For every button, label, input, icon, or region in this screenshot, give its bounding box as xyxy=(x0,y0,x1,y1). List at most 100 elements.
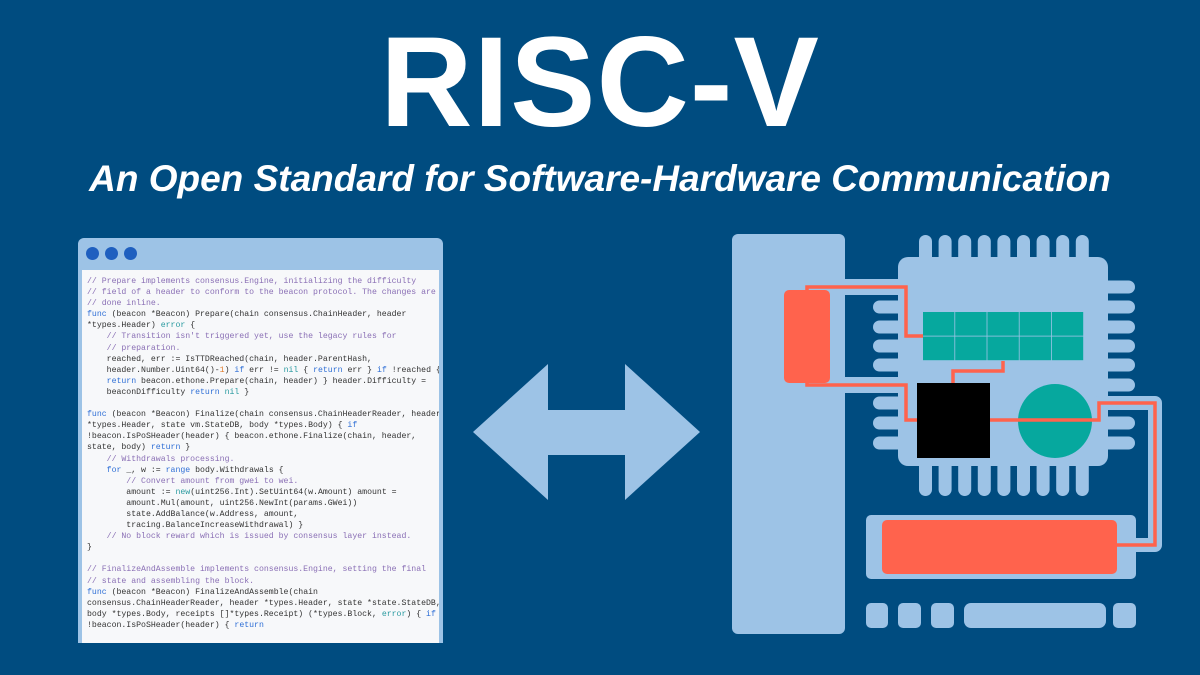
code-token: err } xyxy=(342,365,377,375)
memory-cell xyxy=(1019,312,1051,336)
memory-cell xyxy=(923,312,955,336)
code-token: 1 xyxy=(219,365,225,375)
code-token: tracing.BalanceIncreaseWithdrawal) } xyxy=(87,521,304,531)
chip-pin xyxy=(873,436,905,450)
code-window: // Prepare implements consensus.Engine, … xyxy=(78,238,443,643)
code-line: reached, err := IsTTDReached(chain, head… xyxy=(87,354,439,365)
code-line: // state and assembling the block. xyxy=(87,576,439,587)
chip-pin xyxy=(1017,458,1030,496)
chip-pin xyxy=(977,458,991,496)
code-token: } xyxy=(87,543,92,553)
code-token: body.Withdrawals { xyxy=(190,465,284,475)
code-line: // No block reward which is issued by co… xyxy=(87,531,439,542)
page-title: RISC-V xyxy=(380,11,820,154)
code-token: range xyxy=(165,465,191,475)
memory-cell xyxy=(1051,336,1084,361)
memory-cell xyxy=(923,336,955,361)
code-line: func (beacon *Beacon) FinalizeAndAssembl… xyxy=(87,587,439,598)
chip-pin xyxy=(873,320,905,334)
code-token: body *types.Body, receipts []*types.Rece… xyxy=(87,609,382,619)
chip-pin xyxy=(1056,458,1070,496)
code-token: (beacon *Beacon) FinalizeAndAssemble(cha… xyxy=(106,587,318,597)
code-line: amount.Mul(amount, uint256.NewInt(params… xyxy=(87,498,439,509)
chip-pin xyxy=(1036,458,1050,496)
code-token: beaconDifficulty xyxy=(87,387,191,397)
code-line: } xyxy=(87,542,439,553)
code-token: return xyxy=(150,443,181,453)
code-token: if xyxy=(234,365,245,375)
chip-pin xyxy=(873,300,905,314)
code-token: state, body) xyxy=(87,443,151,453)
red-component xyxy=(784,290,830,383)
chip-pin xyxy=(873,358,905,372)
code-token: return xyxy=(234,620,264,630)
code-token: // done inline. xyxy=(87,299,161,309)
code-token: amount := xyxy=(87,487,176,497)
code-token: state.AddBalance(w.Address, amount, xyxy=(87,509,299,519)
code-line: tracing.BalanceIncreaseWithdrawal) } xyxy=(87,520,439,531)
code-token: // Convert amount from gwei to wei. xyxy=(87,476,299,486)
chip-pin xyxy=(1100,416,1135,430)
code-token: { xyxy=(185,321,196,331)
chip-pin xyxy=(1100,339,1135,353)
memory-cell xyxy=(955,336,987,361)
window-dot-icon xyxy=(86,247,99,260)
code-token: // FinalizeAndAssemble implements consen… xyxy=(87,565,427,575)
code-token: if xyxy=(426,609,436,619)
code-token: (uint256.Int).SetUint64(w.Amount) amount… xyxy=(190,487,397,497)
code-token: // preparation. xyxy=(87,343,181,353)
code-token: if xyxy=(347,421,358,431)
code-editor: // Prepare implements consensus.Engine, … xyxy=(82,270,439,643)
code-line: // field of a header to conform to the b… xyxy=(87,287,439,298)
battery-cell xyxy=(882,520,1117,574)
key xyxy=(964,603,1106,628)
code-token: for xyxy=(87,465,122,475)
code-token: *types.Header, state vm.StateDB, body *t… xyxy=(87,421,348,431)
code-token: beacon.ethone.Prepare(chain, header) } h… xyxy=(136,376,427,386)
code-line: func (beacon *Beacon) Prepare(chain cons… xyxy=(87,309,439,320)
code-line: *types.Header, state vm.StateDB, body *t… xyxy=(87,420,439,431)
code-token: !reached { xyxy=(386,365,439,375)
page-subtitle: An Open Standard for Software-Hardware C… xyxy=(89,158,1111,199)
code-line: func (beacon *Beacon) Finalize(chain con… xyxy=(87,409,439,420)
code-token: consensus.ChainHeaderReader, header *typ… xyxy=(87,598,439,608)
code-line: // FinalizeAndAssemble implements consen… xyxy=(87,564,439,575)
code-token: func xyxy=(87,587,107,597)
code-line: // Transition isn't triggered yet, use t… xyxy=(87,331,439,342)
code-line: amount := new(uint256.Int).SetUint64(w.A… xyxy=(87,487,439,498)
chip-pin xyxy=(919,458,932,496)
code-token: func xyxy=(87,310,107,320)
window-dot-icon xyxy=(105,247,118,260)
code-line: // Prepare implements consensus.Engine, … xyxy=(87,276,439,287)
wires xyxy=(805,285,1157,547)
code-token: // Prepare implements consensus.Engine, … xyxy=(87,277,417,286)
code-token: return xyxy=(190,387,220,397)
code-line: // Convert amount from gwei to wei. xyxy=(87,476,439,487)
chip-pin xyxy=(873,416,905,430)
chip-pin xyxy=(1100,436,1135,450)
code-line: body *types.Body, receipts []*types.Rece… xyxy=(87,609,439,620)
code-token: } xyxy=(180,443,191,453)
circuit-board-chip-icon xyxy=(732,234,1162,634)
code-token: !beacon.IsPoSHeader(header) { xyxy=(87,620,235,630)
code-token: // state and assembling the block. xyxy=(87,576,255,586)
memory-cell xyxy=(1051,312,1084,336)
code-line: *types.Header) error { xyxy=(87,320,439,331)
code-token: func xyxy=(87,410,107,420)
code-token: error xyxy=(381,609,407,619)
code-line: state, body) return } xyxy=(87,442,439,453)
chip-pin xyxy=(1075,458,1089,496)
key xyxy=(866,603,888,628)
code-line: // done inline. xyxy=(87,298,439,309)
code-token: _, w := xyxy=(121,465,166,475)
memory-cell xyxy=(987,336,1019,361)
code-token: // No block reward which is issued by co… xyxy=(87,532,412,542)
chip-pin xyxy=(1100,300,1135,314)
code-token: } xyxy=(239,387,250,397)
code-token: return xyxy=(87,376,137,386)
code-token: // Transition isn't triggered yet, use t… xyxy=(87,332,397,342)
code-token: reached, err := IsTTDReached(chain, head… xyxy=(87,354,372,364)
code-line: return beacon.ethone.Prepare(chain, head… xyxy=(87,376,439,387)
window-dot-icon xyxy=(124,247,137,260)
code-token: ) xyxy=(224,365,235,375)
